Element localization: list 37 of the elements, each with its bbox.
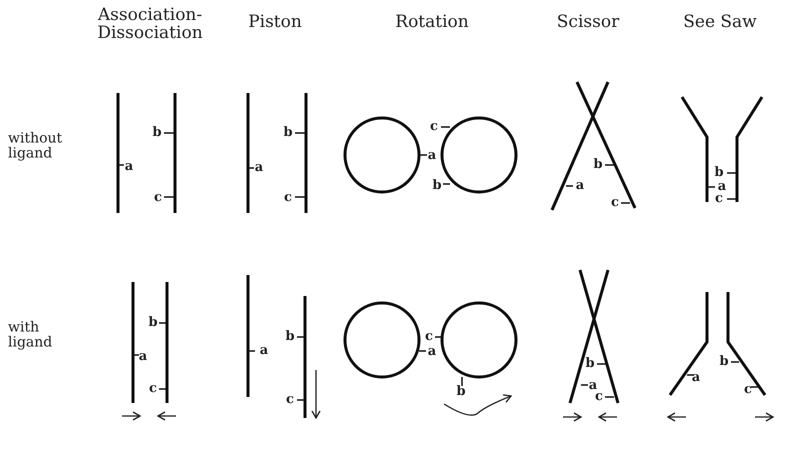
part-letter: c <box>744 383 752 397</box>
column-heading: Scissor <box>556 14 620 32</box>
part-letter: a <box>124 160 134 174</box>
part-letter: a <box>718 180 726 194</box>
part-letter: a <box>576 179 584 193</box>
column-heading: Piston <box>247 14 303 32</box>
column-heading: Association- Dissociation <box>96 7 204 43</box>
part-letter: c <box>715 192 723 206</box>
part-letter: a <box>588 379 598 393</box>
part-letter: a <box>254 161 264 175</box>
part-letter: c <box>154 191 162 205</box>
part-letter: b <box>432 179 442 193</box>
part-letter: b <box>714 166 724 180</box>
row-label: without ligand <box>8 131 64 161</box>
part-letter: c <box>425 330 433 344</box>
part-letter: b <box>593 158 603 172</box>
row-label: with ligand <box>8 320 54 350</box>
part-letter: a <box>428 149 436 163</box>
part-letter: c <box>286 393 294 407</box>
part-letter: b <box>283 126 293 140</box>
part-letter: b <box>148 316 158 330</box>
part-letter: a <box>260 344 268 358</box>
part-letter: c <box>430 120 438 134</box>
part-letter: a <box>428 345 436 359</box>
part-letter: b <box>585 357 595 371</box>
part-letter: c <box>595 390 603 404</box>
part-letter: b <box>719 355 729 369</box>
part-letter: b <box>456 385 466 399</box>
part-letter: a <box>692 371 700 385</box>
part-letter: b <box>285 330 295 344</box>
part-letter: c <box>284 191 292 205</box>
part-letter: b <box>152 126 162 140</box>
part-letter: c <box>149 382 157 396</box>
column-heading: Rotation <box>394 14 470 32</box>
part-letter: c <box>611 196 619 210</box>
column-heading: See Saw <box>682 14 758 32</box>
part-letter: a <box>138 350 148 364</box>
